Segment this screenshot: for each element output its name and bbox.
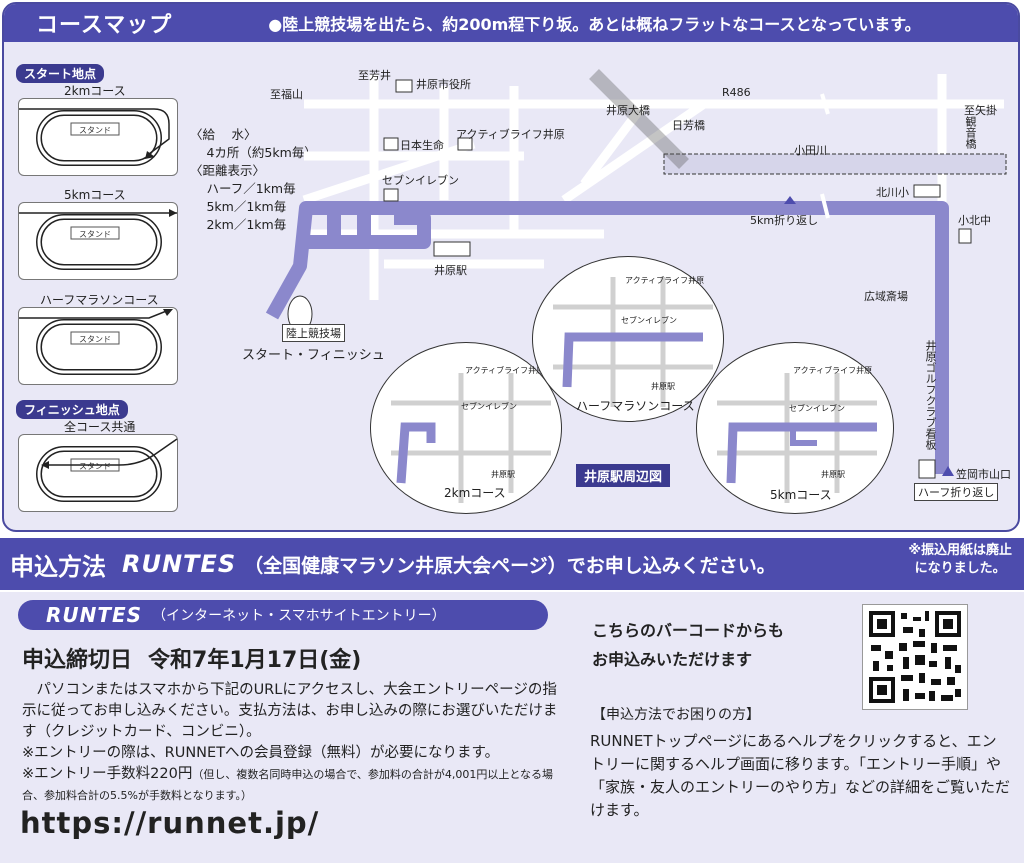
entry-fee-line: ※エントリー手数料220円（但し、複数名同時申込の場合で、参加料の合計が4,00… <box>22 764 567 806</box>
help-heading: 【申込方法でお困りの方】 <box>592 707 760 723</box>
course-map-section: コースマップ ●陸上競技場を出たら、約200m程下り坂。あとは概ねフラットなコー… <box>2 2 1020 532</box>
instructions-paragraph: パソコンまたはスマホから下記のURLにアクセスし、大会エントリーページの指示に従… <box>22 682 558 740</box>
landmark-boxes <box>287 79 972 479</box>
abolish-note: ※振込用紙は廃止 になりました。 <box>908 542 1012 578</box>
label-kannon-bridge: 観音橋 <box>964 116 977 149</box>
label-seven-eleven: セブンイレブン <box>382 174 459 187</box>
water-distance-info: 〈給 水〉 4カ所（約5km毎） 〈距離表示〉 ハーフ／1km毎 5km／1km… <box>190 127 317 232</box>
runtes-pill-logo: RUNTES <box>46 603 143 627</box>
label-nihon-seimei: 日本生命 <box>400 139 444 152</box>
course-2km-caption: 2kmコース <box>64 84 126 98</box>
label-yakage: 至矢掛 <box>964 104 997 117</box>
label-golf-sign: 井原ゴルフクラブ看板 <box>924 340 937 450</box>
entry-fee-main: ※エントリー手数料220円 <box>22 766 193 782</box>
stand-label: スタンド <box>79 462 111 471</box>
inset-5km-seven-eleven: セブンイレブン <box>789 404 845 413</box>
label-city-hall: 井原市役所 <box>416 78 471 91</box>
half-turn-marker <box>942 466 954 476</box>
inset-half-course: アクティブライフ井原 セブンイレブン 井原駅 <box>532 256 724 422</box>
course-2km-track: スタンド <box>19 108 170 166</box>
label-ibara-bridge: 井原大橋 <box>606 104 650 117</box>
course-2km-diagram: スタンド <box>18 98 178 176</box>
inset-half-ibara-station: 井原駅 <box>651 382 675 391</box>
label-five-km-turn: 5km折り返し <box>750 214 819 227</box>
course-route <box>265 201 949 474</box>
barcode-text-line2: お申込みいただけます <box>592 650 753 669</box>
label-ibara-station: 井原駅 <box>434 264 467 277</box>
label-kouiki-saijo: 広域斎場 <box>864 290 908 303</box>
course-5km-caption: 5kmコース <box>64 188 126 202</box>
inset-5km-course: アクティブライフ井原 セブンイレブン 井原駅 <box>696 342 894 514</box>
inset-2km-active-life: アクティブライフ井原 <box>465 366 545 375</box>
qr-code[interactable] <box>862 604 968 710</box>
runtes-entry-pill: RUNTES （インターネット・スマホサイトエントリー） <box>18 600 548 630</box>
abolish-note-line2: になりました。 <box>914 561 1006 576</box>
course-half-diagram: スタンド <box>18 307 178 385</box>
stand-label: スタンド <box>79 126 111 135</box>
label-shifukuyama: 至福山 <box>270 88 303 101</box>
barcode-text-line1: こちらのバーコードからも <box>592 621 785 640</box>
course-half-caption: ハーフマラソンコース <box>40 293 159 307</box>
inset-half-active-life: アクティブライフ井原 <box>625 276 705 285</box>
label-kitagawa-elementary: 北川小 <box>876 186 909 199</box>
label-active-life: アクティブライフ井原 <box>456 128 565 141</box>
label-stadium: 陸上競技場 <box>282 324 345 342</box>
inset-5km-active-life: アクティブライフ井原 <box>793 366 873 375</box>
runnet-membership-note: ※エントリーの際は、RUNNETへの会員登録（無料）が必要になります。 <box>22 745 500 761</box>
course-route-map <box>265 69 1007 479</box>
inset-half-caption: ハーフマラソンコース <box>576 399 695 413</box>
course-5km-diagram: スタンド <box>18 202 178 280</box>
finish-point-tag: フィニッシュ地点 <box>16 400 128 419</box>
label-yoshii: 至芳井 <box>358 69 391 82</box>
runnet-url-link[interactable]: https://runnet.jp/ <box>20 806 320 840</box>
inset-2km-course: アクティブライフ井原 セブンイレブン 井原駅 <box>370 342 562 514</box>
start-point-tag: スタート地点 <box>16 64 105 83</box>
course-map-note: ●陸上競技場を出たら、約200m程下り坂。あとは概ねフラットなコースとなっていま… <box>268 15 921 34</box>
label-start-finish: スタート・フィニッシュ <box>242 348 385 363</box>
abolish-note-line1: ※振込用紙は廃止 <box>908 543 1012 558</box>
label-oda-kita-junior: 小北中 <box>958 214 991 227</box>
ibara-station-area-label: 井原駅周辺図 <box>576 464 671 487</box>
stand-label: スタンド <box>79 335 111 344</box>
five-km-turn-marker <box>784 196 796 204</box>
apply-header: 申込方法 RUNTES （全国健康マラソン井原大会ページ）でお申し込みください。… <box>0 538 1024 590</box>
qr-code-icon <box>869 611 961 703</box>
runtes-logo: RUNTES <box>122 550 237 578</box>
course-5km-track: スタンド <box>19 209 177 270</box>
deadline: 申込締切日令和7年1月17日(金) <box>22 642 361 674</box>
course-map-title: コースマップ <box>36 13 173 38</box>
inset-2km-caption: 2kmコース <box>444 486 506 500</box>
apply-body: RUNTES （インターネット・スマホサイトエントリー） 申込締切日令和7年1月… <box>0 592 1024 863</box>
inset-half-seven-eleven: セブンイレブン <box>621 316 677 325</box>
course-common-caption: 全コース共通 <box>64 420 136 434</box>
label-kasaoka-yamaguchi: 笠岡市山口 <box>956 468 1011 481</box>
course-half-track: スタンド <box>19 309 173 375</box>
finish-common-diagram: スタンド <box>18 434 178 512</box>
label-nippo-bridge: 日芳橋 <box>672 119 705 132</box>
course-map-header: コースマップ ●陸上競技場を出たら、約200m程下り坂。あとは概ねフラットなコー… <box>4 4 1018 42</box>
label-odagawa: 小田川 <box>794 144 827 157</box>
label-r486: R486 <box>722 86 751 99</box>
inset-2km-ibara-station: 井原駅 <box>491 470 515 479</box>
stand-label: スタンド <box>79 230 111 239</box>
apply-instructions: パソコンまたはスマホから下記のURLにアクセスし、大会エントリーページの指示に従… <box>22 680 567 806</box>
help-text: RUNNETトップページにあるヘルプをクリックすると、エントリーに関するヘルプ画… <box>590 732 1011 819</box>
inset-5km-ibara-station: 井原駅 <box>821 470 845 479</box>
apply-title: 申込方法 <box>10 552 106 581</box>
river <box>589 69 1007 175</box>
deadline-value: 令和7年1月17日(金) <box>148 648 362 673</box>
barcode-text: こちらのバーコードからも お申込みいただけます <box>592 616 784 674</box>
inset-5km-caption: 5kmコース <box>770 488 832 502</box>
runtes-pill-text: （インターネット・スマホサイトエントリー） <box>152 608 446 624</box>
apply-description: （全国健康マラソン井原大会ページ）でお申し込みください。 <box>244 554 776 577</box>
label-half-turn: ハーフ折り返し <box>914 483 999 501</box>
deadline-label: 申込締切日 <box>22 648 133 673</box>
entry-fee-note: （但し、複数名同時申込の場合で、参加料の合計が4,001円以上となる場合、参加料… <box>22 768 554 802</box>
break-marks <box>820 93 830 219</box>
finish-common-track: スタンド <box>36 438 178 502</box>
inset-2km-seven-eleven: セブンイレブン <box>461 402 517 411</box>
